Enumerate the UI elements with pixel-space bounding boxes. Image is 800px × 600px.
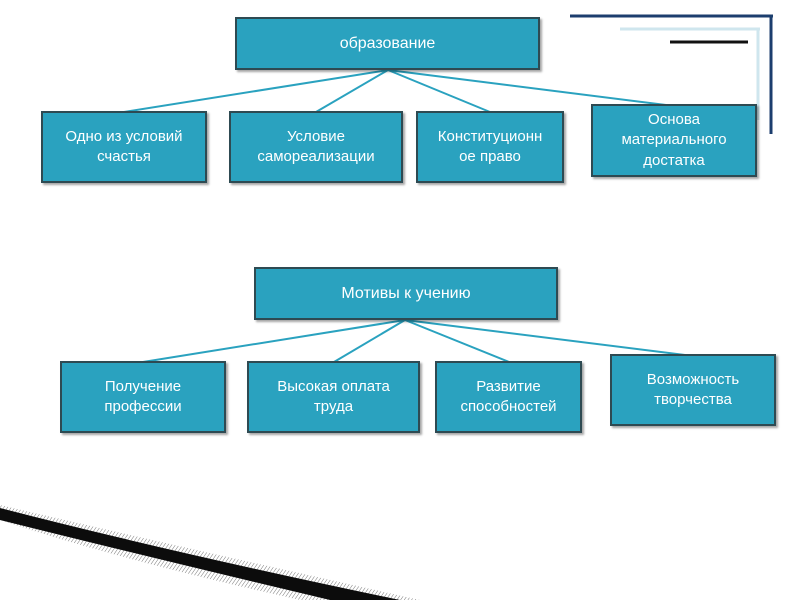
connector-line [143, 320, 405, 362]
education-child-label: Конституционн ое право [438, 127, 543, 168]
connector-line [124, 70, 388, 112]
motives-root-box: Мотивы к учению [254, 267, 558, 320]
motives-child-box-3: Развитие способностей [435, 361, 582, 433]
education-child-box-3: Конституционн ое право [416, 111, 564, 183]
motives-child-label: Возможность творчества [647, 370, 739, 411]
education-child-label: Условие самореализации [257, 127, 374, 168]
motives-root-label: Мотивы к учению [341, 283, 470, 305]
education-child-label: Основа материального достатка [621, 110, 726, 171]
motives-child-box-4: Возможность творчества [610, 354, 776, 426]
motives-child-label: Высокая оплата труда [277, 377, 390, 418]
motives-child-box-2: Высокая оплата труда [247, 361, 420, 433]
education-root-box: образование [235, 17, 540, 70]
education-child-box-1: Одно из условий счастья [41, 111, 207, 183]
education-child-box-2: Условие самореализации [229, 111, 403, 183]
motives-child-label: Получение профессии [104, 377, 181, 418]
education-root-label: образование [340, 33, 436, 55]
education-child-box-4: Основа материального достатка [591, 104, 757, 177]
motives-child-label: Развитие способностей [460, 377, 556, 418]
education-child-label: Одно из условий счастья [65, 127, 182, 168]
motives-child-box-1: Получение профессии [60, 361, 226, 433]
